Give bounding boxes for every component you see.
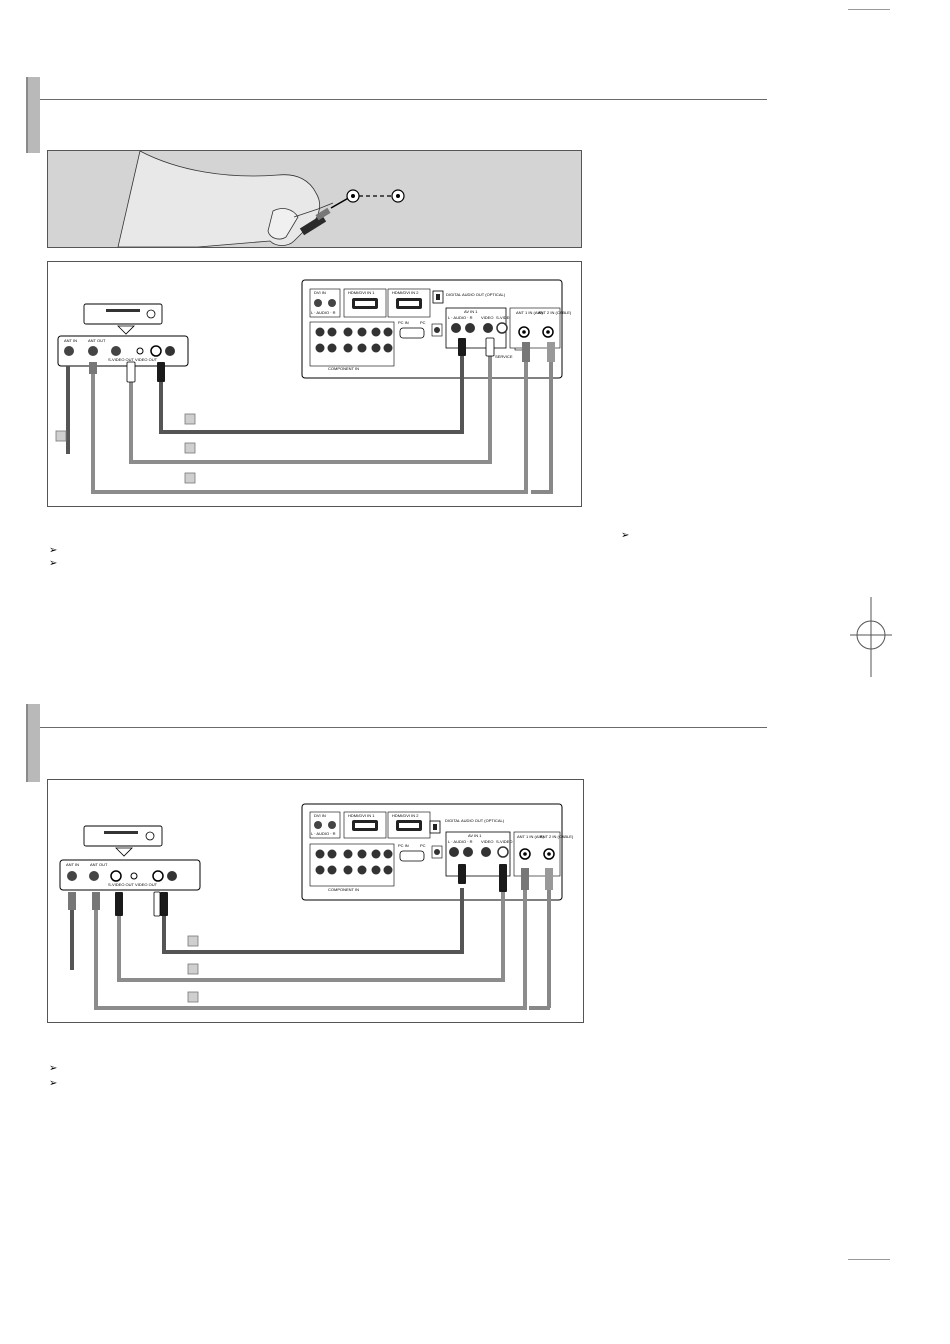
crop-mark-top — [848, 9, 890, 10]
svg-text:ANT IN: ANT IN — [64, 338, 77, 343]
hand-plugging-illustration — [117, 151, 405, 247]
step-marker — [187, 991, 199, 1003]
svg-text:HDMI/DVI IN 1: HDMI/DVI IN 1 — [348, 813, 375, 818]
svg-text:DIGITAL AUDIO OUT (OPTICAL): DIGITAL AUDIO OUT (OPTICAL) — [446, 292, 506, 297]
svg-text:ANT 1 IN (AIR): ANT 1 IN (AIR) — [517, 834, 544, 839]
step-marker — [184, 442, 196, 454]
audio-cable-2 — [162, 888, 464, 954]
note-arrow: ➢ — [49, 545, 58, 556]
svg-text:ANT OUT: ANT OUT — [88, 338, 106, 343]
svg-text:COMPONENT IN: COMPONENT IN — [328, 887, 359, 892]
vcr-device-2: ANT IN ANT OUT S-VIDEO OUT VIDEO OUT — [59, 825, 201, 891]
step-marker — [187, 935, 199, 947]
svg-text:S-VIDEO: S-VIDEO — [496, 839, 512, 844]
rf-cable-1 — [91, 360, 528, 494]
svg-text:L · AUDIO · R: L · AUDIO · R — [448, 315, 473, 320]
svg-text:HDMI/DVI IN 1: HDMI/DVI IN 1 — [348, 290, 375, 295]
svg-text:PC: PC — [420, 843, 426, 848]
svg-text:ANT OUT: ANT OUT — [90, 862, 108, 867]
vcr-device-1: ANT IN ANT OUT S-VIDEO OUT VIDEO OUT — [57, 303, 189, 367]
svg-text:DVI IN: DVI IN — [314, 813, 326, 818]
step-marker — [187, 963, 199, 975]
svg-text:ANT 2 IN (CABLE): ANT 2 IN (CABLE) — [540, 834, 574, 839]
svg-text:AV IN 1: AV IN 1 — [468, 833, 482, 838]
svg-text:HDMI/DVI IN 2: HDMI/DVI IN 2 — [392, 813, 419, 818]
registration-mark — [850, 597, 892, 677]
svg-text:AV IN 1: AV IN 1 — [464, 309, 478, 314]
svideo-cable-2 — [117, 888, 505, 982]
svg-text:DIGITAL AUDIO OUT (OPTICAL): DIGITAL AUDIO OUT (OPTICAL) — [445, 818, 505, 823]
step-marker — [184, 472, 196, 484]
svg-text:L · AUDIO · R: L · AUDIO · R — [311, 831, 336, 836]
svg-text:SERVICE: SERVICE — [495, 354, 513, 359]
step-marker — [184, 413, 196, 425]
section-1-bar — [26, 77, 40, 153]
note-arrow: ➢ — [49, 1078, 58, 1089]
svg-text:L · AUDIO · R: L · AUDIO · R — [311, 310, 336, 315]
svg-text:COMPONENT IN: COMPONENT IN — [328, 366, 359, 371]
svg-text:S-VIDEO OUT VIDEO OUT: S-VIDEO OUT VIDEO OUT — [108, 357, 158, 362]
svg-text:ANT 1 IN (AIR): ANT 1 IN (AIR) — [516, 310, 543, 315]
svg-text:PC IN: PC IN — [398, 843, 409, 848]
svg-text:PC IN: PC IN — [398, 320, 409, 325]
tv-rear-panel-2: DVI IN L · AUDIO · R HDMI/DVI IN 1 HDMI/… — [301, 803, 574, 901]
cable-ant-dashed-1 — [531, 360, 553, 494]
video-cable-1 — [129, 342, 492, 464]
svg-text:ANT IN: ANT IN — [66, 862, 79, 867]
svg-text:PC: PC — [420, 320, 426, 325]
section-1-rule — [40, 99, 767, 100]
section-2-bar — [26, 704, 40, 782]
step-marker — [55, 430, 67, 442]
connection-diagram-2: DVI IN L · AUDIO · R HDMI/DVI IN 1 HDMI/… — [47, 779, 584, 1023]
rf-cable-2 — [94, 888, 527, 1010]
note-arrow: ➢ — [49, 558, 58, 569]
svg-text:DVI IN: DVI IN — [314, 290, 326, 295]
svg-text:VIDEO: VIDEO — [481, 315, 493, 320]
note-arrow: ➢ — [49, 1063, 58, 1074]
audio-cable-1 — [159, 342, 464, 434]
svg-text:L · AUDIO · R: L · AUDIO · R — [448, 839, 473, 844]
svg-text:S-VIDEO OUT VIDEO OUT: S-VIDEO OUT VIDEO OUT — [108, 882, 158, 887]
crop-mark-bottom — [848, 1259, 890, 1260]
section-2-rule — [40, 727, 767, 728]
svg-text:VIDEO: VIDEO — [481, 839, 493, 844]
cable-connection-photo — [47, 150, 582, 248]
connection-diagram-1: DVI IN L · AUDIO · R HDMI/DVI IN 1 HDMI/… — [47, 261, 582, 507]
note-arrow: ➢ — [621, 530, 630, 541]
tv-rear-panel-1: DVI IN L · AUDIO · R HDMI/DVI IN 1 HDMI/… — [301, 279, 572, 379]
svg-text:S-VIDEO: S-VIDEO — [496, 315, 512, 320]
cable-ant-dashed-2 — [529, 888, 551, 1010]
svg-text:HDMI/DVI IN 2: HDMI/DVI IN 2 — [392, 290, 419, 295]
svg-text:ANT 2 IN (CABLE): ANT 2 IN (CABLE) — [538, 310, 572, 315]
